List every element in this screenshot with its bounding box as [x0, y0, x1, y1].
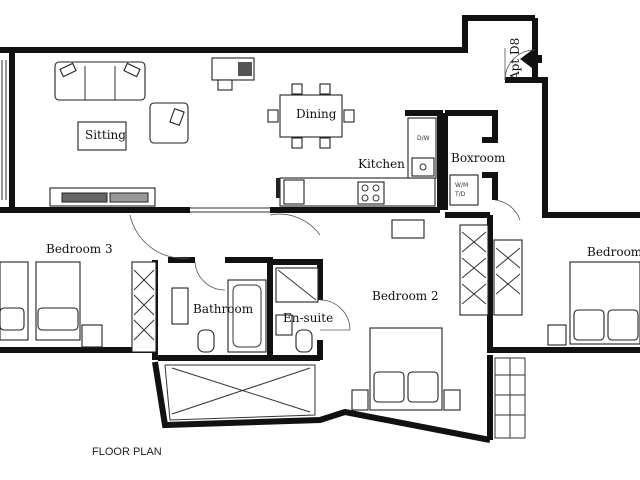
entrance-arrow: [520, 50, 542, 68]
dining-table: [267, 83, 355, 149]
bedroom3-furniture: [0, 261, 157, 353]
dining-label: Dining: [296, 107, 337, 121]
balcony: [164, 364, 316, 421]
bedroom3-label: Bedroom 3: [46, 242, 113, 256]
dw-label: D/W: [417, 135, 430, 142]
bedroom2-label: Bedroom 2: [372, 289, 439, 303]
entrance-label: Apt D8: [508, 38, 522, 81]
ensuite-label: En-suite: [283, 311, 333, 325]
bathroom-label: Bathroom: [193, 302, 254, 316]
td-label: T/D: [454, 191, 466, 198]
interior-walls: [0, 110, 498, 443]
wm-label: W/M: [455, 182, 468, 189]
bedroom2-furniture: [351, 219, 461, 411]
floor-plan-caption: FLOOR PLAN: [92, 446, 162, 458]
kitchen-units: [276, 117, 479, 207]
bedroom-label: Bedroom: [587, 245, 640, 259]
bathroom-fixtures: [171, 267, 319, 353]
sitting-furniture: [49, 57, 255, 207]
outer-walls: [0, 15, 640, 440]
sitting-label: Sitting: [85, 128, 126, 142]
boxroom-label: Boxroom: [451, 151, 506, 165]
windows: [1, 60, 526, 439]
bedroom-furniture: [547, 261, 640, 346]
wardrobes: [459, 224, 523, 316]
doors: [129, 48, 536, 331]
kitchen-label: Kitchen: [358, 157, 405, 171]
